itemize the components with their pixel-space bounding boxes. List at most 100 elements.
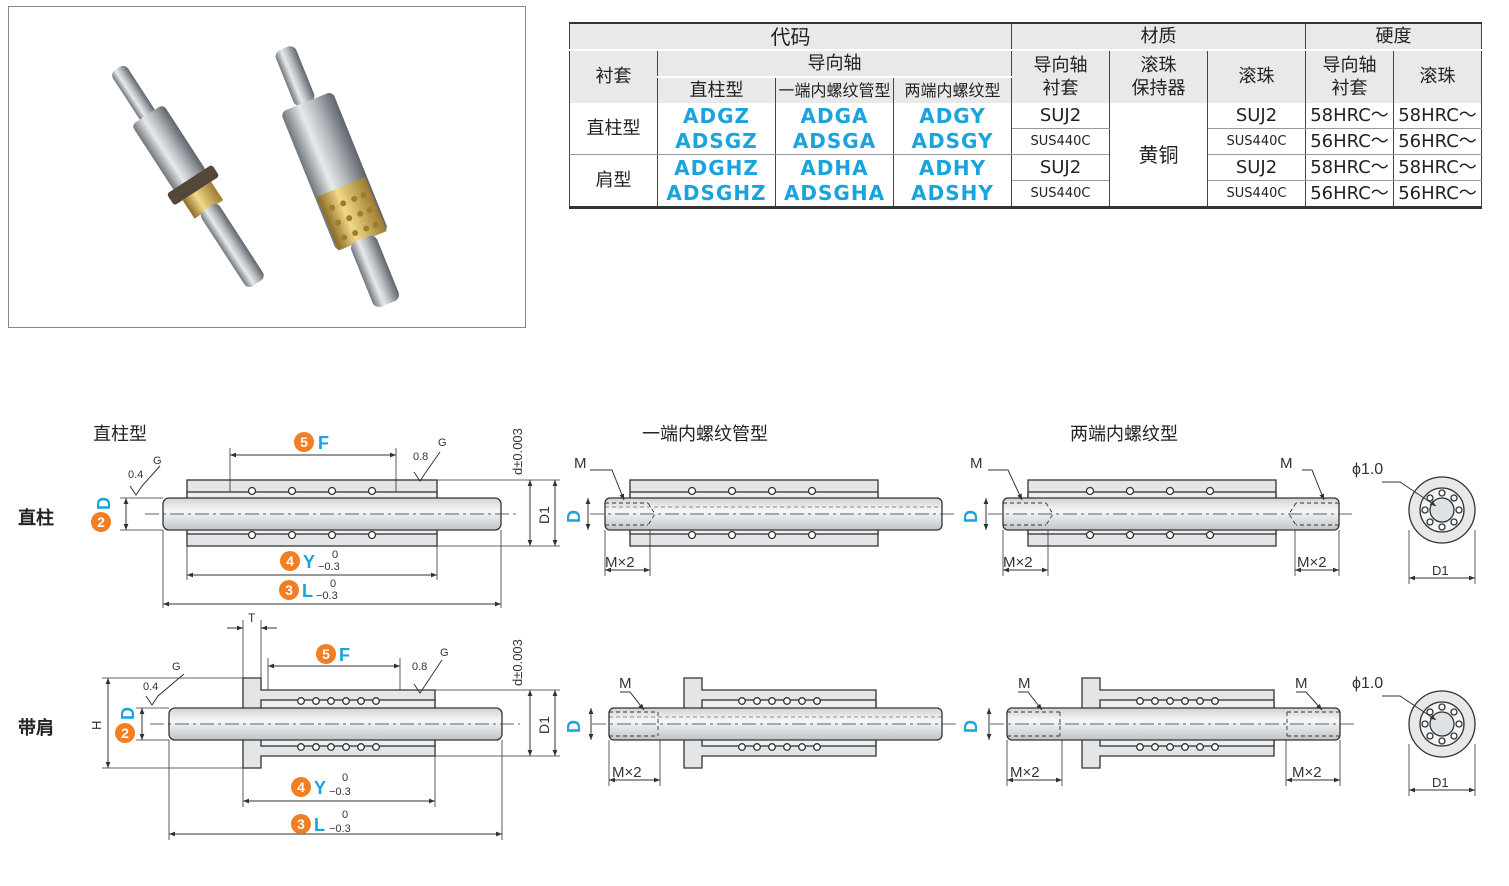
svg-text:Y: Y bbox=[314, 778, 326, 798]
header-mat-shaft-bush: 导向轴衬套 bbox=[1011, 50, 1110, 103]
material-cell: SUS440C bbox=[1011, 180, 1110, 208]
dim-d: D bbox=[564, 510, 584, 523]
title-one-end: 一端内螺纹管型 bbox=[642, 424, 768, 445]
group-straight: 直柱型 bbox=[569, 103, 658, 155]
header-hard-shaft-bush: 导向轴衬套 bbox=[1305, 50, 1394, 103]
label-m: M bbox=[1280, 455, 1293, 472]
label-mx2: M×2 bbox=[605, 554, 635, 571]
roughness-g: G bbox=[153, 455, 162, 467]
end-view-row1 bbox=[1382, 476, 1476, 584]
header-hard-ball: 滚珠 bbox=[1393, 50, 1482, 103]
dim-d1: D1 bbox=[536, 716, 552, 734]
row-label-shoulder: 带肩 bbox=[18, 718, 54, 739]
dim-d: D bbox=[564, 720, 584, 733]
ball-cell: SUS440C bbox=[1207, 128, 1306, 155]
svg-text:5: 5 bbox=[300, 434, 308, 450]
svg-text:F: F bbox=[339, 645, 350, 665]
label-m: M bbox=[1295, 675, 1308, 692]
dim-d: D bbox=[961, 510, 981, 523]
header-guide-shaft: 导向轴 bbox=[657, 50, 1012, 78]
code-cell: ADHY bbox=[893, 154, 1012, 181]
header-bush: 衬套 bbox=[569, 50, 658, 103]
label-m: M bbox=[619, 675, 632, 692]
dim-d1: D1 bbox=[536, 506, 552, 524]
code-cell: ADSGHA bbox=[775, 180, 894, 208]
hardness-cell: 58HRC～ bbox=[1393, 103, 1482, 129]
svg-text:0: 0 bbox=[330, 578, 336, 590]
code-cell: ADGY bbox=[893, 103, 1012, 129]
svg-text:4: 4 bbox=[297, 779, 305, 795]
dim-d: D bbox=[961, 720, 981, 733]
code-cell: ADSGA bbox=[775, 128, 894, 155]
label-mx2: M×2 bbox=[1292, 764, 1322, 781]
label-mx2: M×2 bbox=[1297, 554, 1327, 571]
title-straight: 直柱型 bbox=[93, 424, 147, 445]
drawing-canvas: 0.4 G 0.8 G d±0.003 D1 5 F 2 D 4 Y 0 −0.… bbox=[89, 428, 1476, 840]
label-m: M bbox=[574, 455, 587, 472]
spec-table: 代码 材质 硬度 衬套 导向轴 导向轴衬套 滚珠保持器 滚珠 导向轴衬套 滚珠 … bbox=[569, 22, 1482, 209]
svg-text:D: D bbox=[94, 497, 114, 510]
roughness-08: 0.8 bbox=[412, 661, 427, 673]
svg-text:F: F bbox=[318, 433, 329, 453]
header-mat-ball: 滚珠 bbox=[1207, 50, 1306, 103]
code-cell: ADHA bbox=[775, 154, 894, 181]
header-hardness: 硬度 bbox=[1305, 23, 1482, 51]
material-cell: SUS440C bbox=[1011, 128, 1110, 155]
label-mx2: M×2 bbox=[1003, 554, 1033, 571]
svg-text:−0.3: −0.3 bbox=[329, 823, 351, 835]
ball-cell: SUS440C bbox=[1207, 180, 1306, 208]
badge-L: 3 L 0 −0.3 bbox=[291, 809, 351, 835]
row-label-straight: 直柱 bbox=[18, 508, 54, 529]
technical-drawings: 直柱型 一端内螺纹管型 两端内螺纹型 直柱 带肩 bbox=[0, 340, 1509, 886]
header-code: 代码 bbox=[569, 23, 1012, 51]
badge-F: 5 F bbox=[316, 644, 350, 665]
ball-cell: SUJ2 bbox=[1207, 103, 1306, 129]
hardness-cell: 56HRC～ bbox=[1393, 180, 1482, 208]
badge-D: 2 D bbox=[115, 707, 138, 743]
dim-t: T bbox=[248, 611, 256, 625]
roughness-04: 0.4 bbox=[143, 681, 158, 693]
svg-text:2: 2 bbox=[121, 725, 129, 741]
svg-text:3: 3 bbox=[285, 582, 293, 598]
svg-text:−0.3: −0.3 bbox=[329, 786, 351, 798]
code-cell: ADGZ bbox=[657, 103, 776, 129]
badge-Y: 4 Y 0 −0.3 bbox=[280, 549, 340, 573]
roughness-08: 0.8 bbox=[413, 451, 428, 463]
dim-d1: D1 bbox=[1432, 775, 1449, 790]
svg-text:Y: Y bbox=[303, 552, 315, 572]
header-one-end-tapped: 一端内螺纹管型 bbox=[775, 77, 894, 103]
drawing-one-end-row2 bbox=[588, 677, 958, 786]
roughness-04: 0.4 bbox=[128, 469, 143, 481]
label-m: M bbox=[970, 455, 983, 472]
label-mx2: M×2 bbox=[612, 764, 642, 781]
hardness-cell: 56HRC～ bbox=[1305, 180, 1394, 208]
svg-text:−0.3: −0.3 bbox=[316, 590, 338, 602]
svg-text:3: 3 bbox=[297, 816, 305, 832]
svg-text:0: 0 bbox=[332, 549, 338, 561]
badge-D: 2 D bbox=[91, 497, 114, 532]
label-mx2: M×2 bbox=[1010, 764, 1040, 781]
drawing-straight-row2 bbox=[102, 620, 560, 840]
dim-d1: D1 bbox=[1432, 563, 1449, 578]
label-phi: ϕ1.0 bbox=[1352, 461, 1383, 478]
svg-text:0: 0 bbox=[342, 772, 348, 784]
roughness-g: G bbox=[438, 437, 447, 449]
badge-Y: 4 Y 0 −0.3 bbox=[291, 772, 351, 798]
hardness-cell: 56HRC～ bbox=[1393, 128, 1482, 155]
hardness-cell: 58HRC～ bbox=[1393, 154, 1482, 181]
badge-L: 3 L 0 −0.3 bbox=[279, 578, 338, 602]
svg-text:L: L bbox=[302, 581, 313, 601]
d-tolerance: d±0.003 bbox=[510, 428, 525, 475]
drawing-one-end-row1 bbox=[585, 469, 958, 576]
title-both-ends: 两端内螺纹型 bbox=[1070, 424, 1178, 445]
roughness-g: G bbox=[172, 661, 181, 673]
material-cell: SUJ2 bbox=[1011, 154, 1110, 181]
drawing-both-ends-row2 bbox=[986, 677, 1354, 786]
svg-text:5: 5 bbox=[322, 646, 330, 662]
header-straight: 直柱型 bbox=[657, 77, 776, 103]
roughness-g: G bbox=[440, 647, 449, 659]
code-cell: ADSGZ bbox=[657, 128, 776, 155]
code-cell: ADGHZ bbox=[657, 154, 776, 181]
drawing-both-ends-row1 bbox=[983, 469, 1352, 576]
svg-text:D: D bbox=[118, 707, 138, 720]
